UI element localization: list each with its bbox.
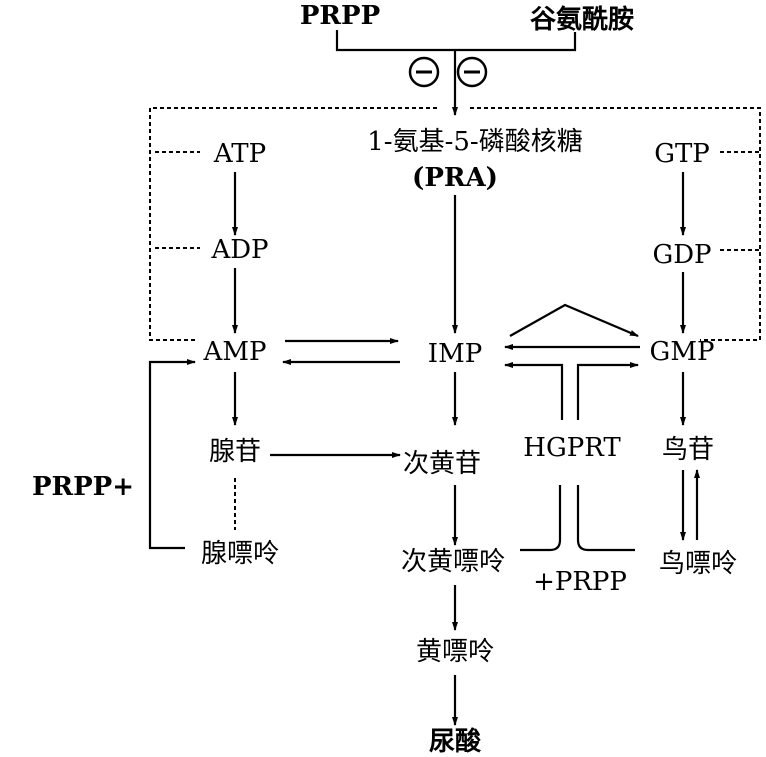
xanthine-label: 黄嘌呤 xyxy=(416,637,494,667)
prpp-plus-right-label: +PRPP xyxy=(533,567,627,597)
gdp-label: GDP xyxy=(652,240,711,270)
atp-label: ATP xyxy=(213,139,266,169)
hgprt-label: HGPRT xyxy=(523,433,621,463)
amp-label: AMP xyxy=(203,337,267,367)
hypoxanthine-label: 次黄嘌呤 xyxy=(401,547,505,577)
uric-acid-label: 尿酸 xyxy=(429,727,482,757)
gmp-label: GMP xyxy=(650,337,715,367)
pra-name-label: 1-氨基-5-磷酸核糖 xyxy=(367,127,582,157)
adp-label: ADP xyxy=(210,235,268,265)
guanosine-label: 鸟苷 xyxy=(662,435,714,465)
inhibition-icon xyxy=(408,56,488,88)
gtp-label: GTP xyxy=(654,139,710,169)
feedback-dashed-lines xyxy=(149,107,761,341)
glutamine-label: 谷氨酰胺 xyxy=(530,4,634,35)
imp-label: IMP xyxy=(428,339,482,369)
inosine-label: 次黄苷 xyxy=(403,449,481,479)
guanine-label: 鸟嘌呤 xyxy=(659,549,737,579)
adenosine-label: 腺苷 xyxy=(209,437,261,467)
prpp-top-label: PRPP xyxy=(300,1,380,31)
pathway-arrows xyxy=(148,172,700,726)
prpp-plus-left-label: PRPP+ xyxy=(32,472,134,502)
pra-abbr-label: (PRA) xyxy=(412,163,498,193)
adenine-label: 腺嘌呤 xyxy=(201,539,279,569)
